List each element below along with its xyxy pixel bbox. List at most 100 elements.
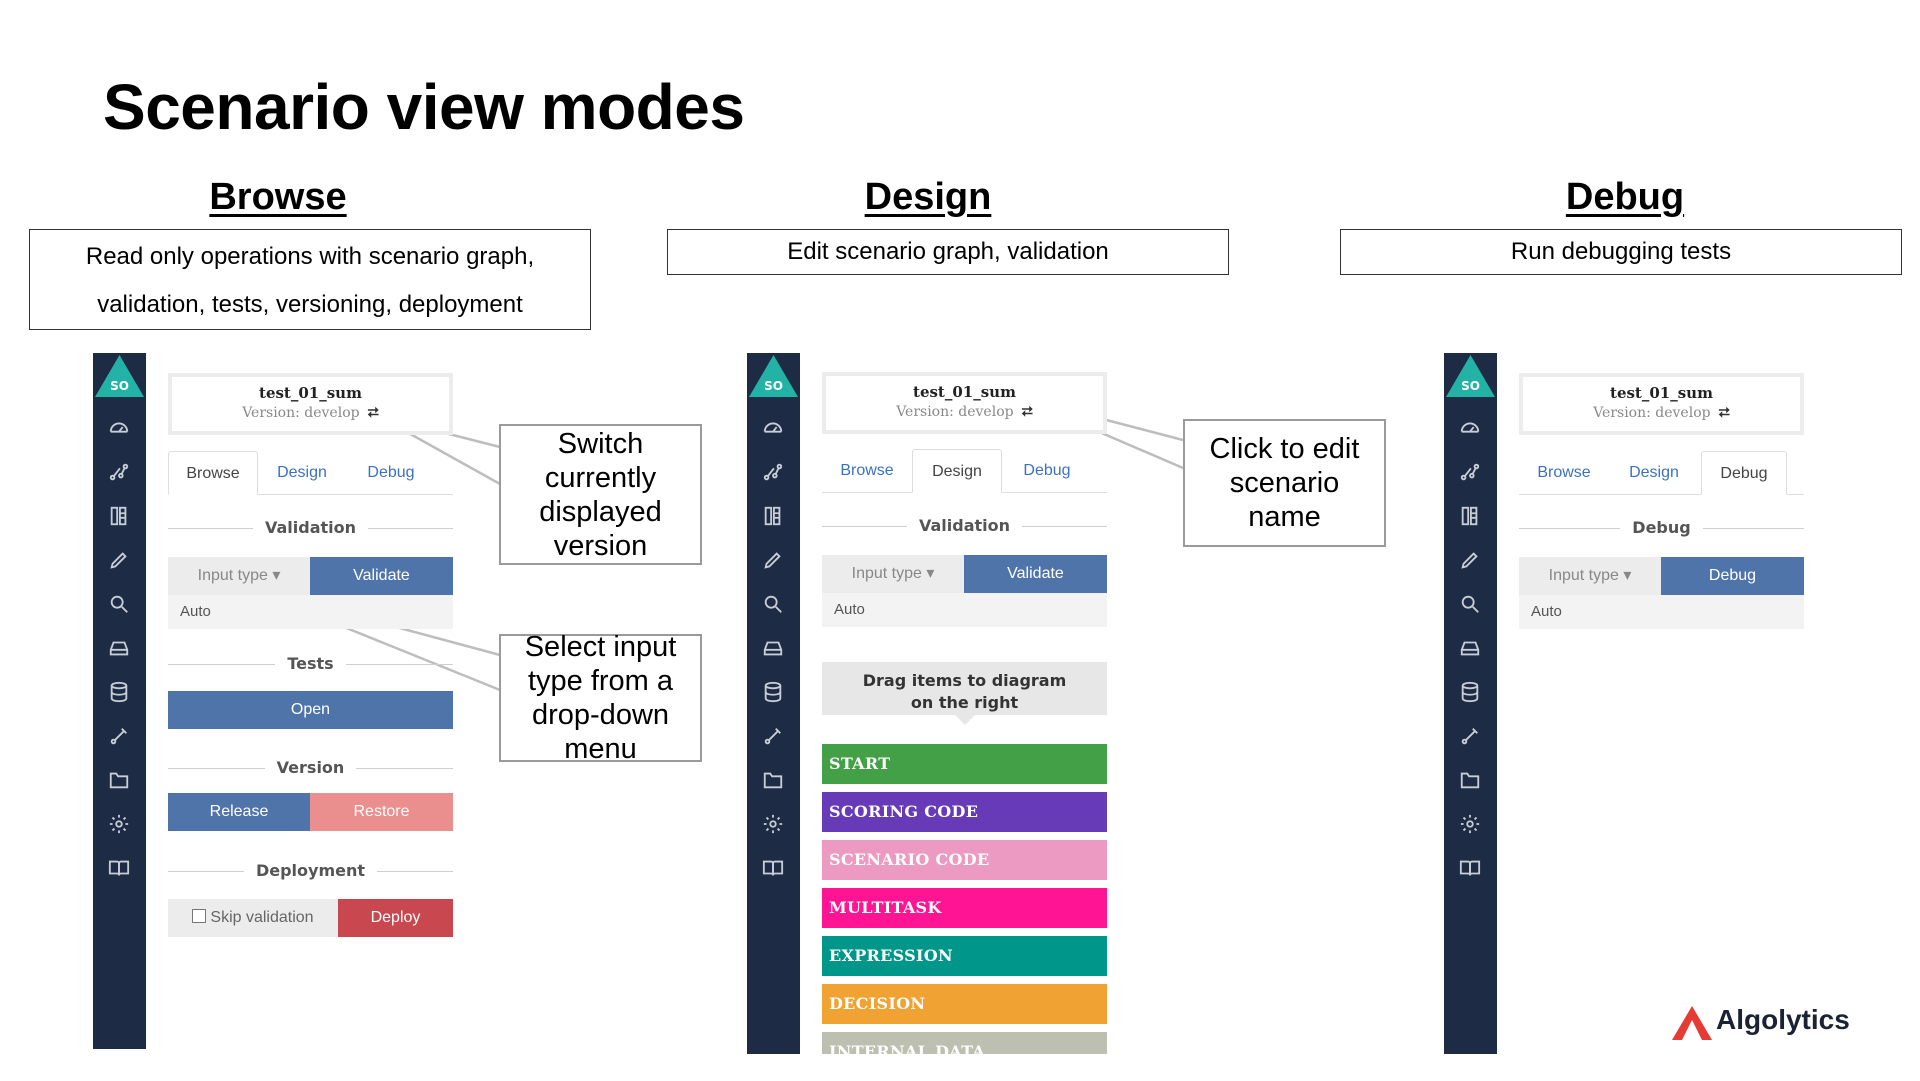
drive-icon[interactable]: [107, 636, 131, 660]
columns-icon[interactable]: [1458, 504, 1482, 528]
so-logo[interactable]: SO: [93, 353, 146, 399]
mode-tabs: Browse Design Debug: [168, 451, 453, 495]
callout-switch-line-2: currently: [544, 461, 657, 494]
node-expression[interactable]: EXPRESSION: [822, 936, 1107, 976]
section-divider: [377, 871, 453, 872]
section-divider: [168, 528, 253, 529]
node-decision[interactable]: DECISION: [822, 984, 1107, 1024]
so-logo[interactable]: SO: [747, 353, 800, 399]
drive-icon[interactable]: [761, 636, 785, 660]
database-icon[interactable]: [761, 680, 785, 704]
input-type-dropdown[interactable]: Input type ▾: [1519, 557, 1661, 595]
switch-version-icon[interactable]: ⮂: [1718, 405, 1730, 421]
algolytics-logo: Algolytics: [1672, 1004, 1862, 1044]
columns-icon[interactable]: [107, 504, 131, 528]
input-type-dropdown[interactable]: Input type ▾: [168, 557, 310, 595]
pencil-icon[interactable]: [761, 548, 785, 572]
version-label: Version: develop: [242, 405, 360, 421]
book-icon[interactable]: [761, 856, 785, 880]
drag-items-hint: Drag items to diagram on the right: [822, 662, 1107, 715]
drive-icon[interactable]: [1458, 636, 1482, 660]
book-icon[interactable]: [107, 856, 131, 880]
tab-browse[interactable]: Browse: [168, 451, 258, 495]
section-divider: [345, 664, 453, 665]
search-icon[interactable]: [107, 592, 131, 616]
settings-icon[interactable]: [1458, 812, 1482, 836]
graph-icon[interactable]: [107, 460, 131, 484]
section-divider: [356, 768, 453, 769]
tab-design[interactable]: Design: [912, 449, 1002, 493]
validate-button[interactable]: Validate: [964, 555, 1107, 593]
search-icon[interactable]: [1458, 592, 1482, 616]
callout-switch-line-1: Switch: [557, 427, 644, 460]
validate-button[interactable]: Validate: [310, 557, 453, 595]
columns-icon[interactable]: [761, 504, 785, 528]
so-logo-text: SO: [1461, 379, 1480, 393]
version-section-text: Version: [276, 758, 345, 777]
search-icon[interactable]: [761, 592, 785, 616]
node-scoring-code[interactable]: SCORING CODE: [822, 792, 1107, 832]
validation-label-text: Validation: [918, 516, 1011, 535]
tab-debug[interactable]: Debug: [1023, 462, 1071, 479]
graph-icon[interactable]: [761, 460, 785, 484]
tab-design[interactable]: Design: [277, 464, 327, 481]
settings-icon[interactable]: [761, 812, 785, 836]
skip-validation-checkbox[interactable]: [192, 909, 207, 923]
wrench-icon[interactable]: [107, 724, 131, 748]
input-type-dropdown[interactable]: Input type ▾: [822, 555, 964, 593]
database-icon[interactable]: [1458, 680, 1482, 704]
release-button[interactable]: Release: [168, 793, 310, 831]
tab-design[interactable]: Design: [1629, 464, 1679, 481]
version-label: Version: develop: [1593, 405, 1711, 421]
drag-hint-line-2: on the right: [910, 693, 1019, 712]
restore-button[interactable]: Restore: [310, 793, 453, 831]
callout-edit-line-2: scenario: [1229, 467, 1340, 499]
wrench-icon[interactable]: [1458, 724, 1482, 748]
scenario-name[interactable]: test_01_sum: [1610, 384, 1713, 402]
graph-icon[interactable]: [1458, 460, 1482, 484]
tab-debug[interactable]: Debug: [367, 464, 415, 481]
scenario-name-box[interactable]: test_01_sum Version: develop ⮂: [168, 373, 453, 435]
pencil-icon[interactable]: [1458, 548, 1482, 572]
scenario-name-box[interactable]: test_01_sum Version: develop ⮂: [822, 372, 1107, 434]
folder-icon[interactable]: [107, 768, 131, 792]
folder-icon[interactable]: [761, 768, 785, 792]
callout-select-line-3: drop-down: [531, 699, 670, 731]
open-tests-button[interactable]: Open: [168, 691, 453, 729]
validation-section-label: Validation: [168, 518, 453, 538]
version-label: Version: develop: [896, 404, 1014, 420]
debug-button[interactable]: Debug: [1661, 557, 1804, 595]
scenario-name[interactable]: test_01_sum: [913, 383, 1016, 401]
input-type-value[interactable]: Auto: [168, 595, 453, 629]
section-divider: [822, 526, 907, 527]
wrench-icon[interactable]: [761, 724, 785, 748]
node-internal-data[interactable]: INTERNAL DATA: [822, 1032, 1107, 1054]
node-scenario-code[interactable]: SCENARIO CODE: [822, 840, 1107, 880]
callout-select-line-1: Select input: [524, 631, 677, 663]
dashboard-icon[interactable]: [1458, 416, 1482, 440]
scenario-name[interactable]: test_01_sum: [259, 384, 362, 402]
dashboard-icon[interactable]: [761, 416, 785, 440]
node-multitask[interactable]: MULTITASK: [822, 888, 1107, 928]
switch-version-icon[interactable]: ⮂: [1021, 404, 1033, 420]
input-type-value[interactable]: Auto: [822, 593, 1107, 627]
skip-validation-toggle[interactable]: Skip validation: [168, 899, 338, 937]
node-start[interactable]: START: [822, 744, 1107, 784]
settings-icon[interactable]: [107, 812, 131, 836]
so-logo[interactable]: SO: [1444, 353, 1497, 399]
database-icon[interactable]: [107, 680, 131, 704]
tab-debug[interactable]: Debug: [1701, 451, 1787, 495]
tab-browse[interactable]: Browse: [1537, 464, 1591, 481]
scenario-name-box[interactable]: test_01_sum Version: develop ⮂: [1519, 373, 1804, 435]
pencil-icon[interactable]: [107, 548, 131, 572]
drag-hint-arrow: [955, 715, 975, 725]
input-type-value[interactable]: Auto: [1519, 595, 1804, 629]
deploy-button[interactable]: Deploy: [338, 899, 453, 937]
dashboard-icon[interactable]: [107, 416, 131, 440]
folder-icon[interactable]: [1458, 768, 1482, 792]
tab-browse[interactable]: Browse: [840, 462, 894, 479]
mode-tabs: Browse Design Debug: [822, 449, 1107, 493]
book-icon[interactable]: [1458, 856, 1482, 880]
switch-version-icon[interactable]: ⮂: [367, 405, 379, 421]
algolytics-triangle-icon: [1672, 1006, 1712, 1040]
